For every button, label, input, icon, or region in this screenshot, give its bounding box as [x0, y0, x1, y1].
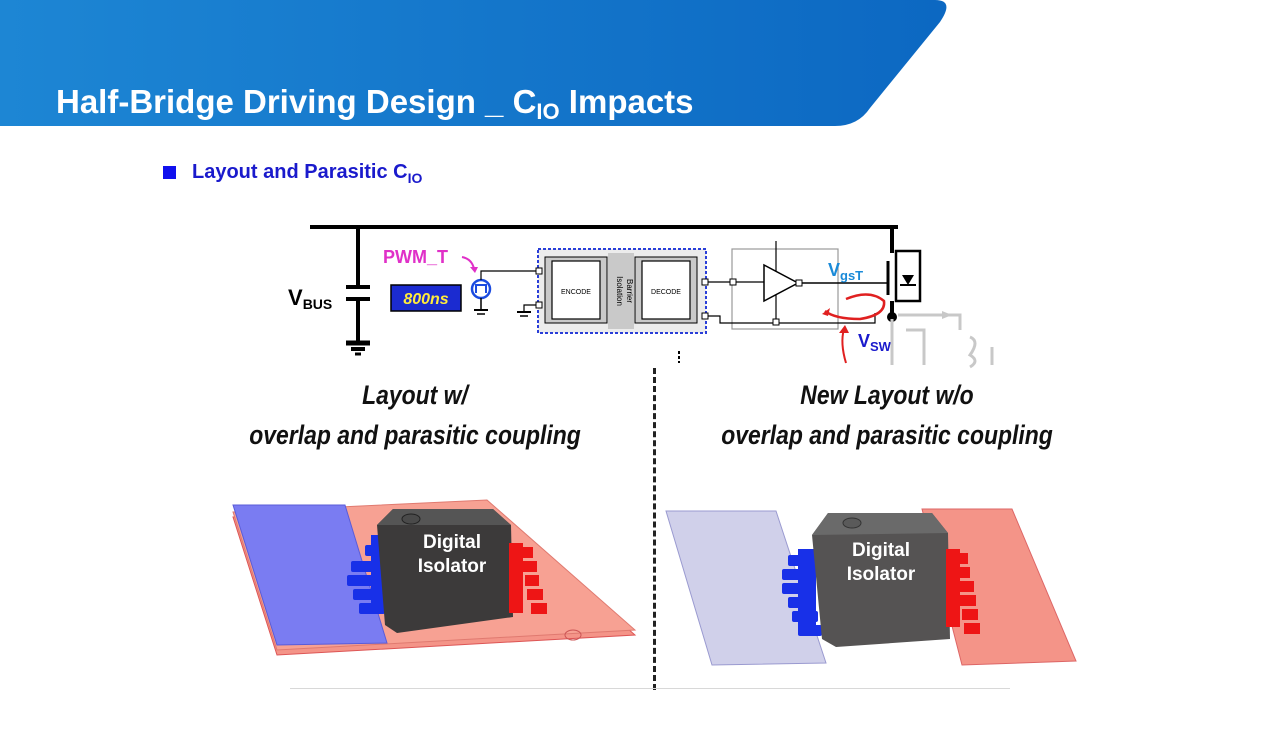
- decode-label: DECODE: [651, 289, 681, 296]
- page-title: Half-Bridge Driving Design _ CIO Impacts: [56, 83, 694, 124]
- half-bridge-schematic: VBUS PWM_T 800ns ENCODE Isolation Barrie…: [288, 225, 994, 369]
- vsw-label: VSW: [858, 331, 892, 354]
- mosfet-symbol: [886, 227, 922, 322]
- bottom-divider-line: [290, 688, 1010, 689]
- left-caption: Layout w/overlap and parasitic coupling: [249, 380, 581, 450]
- barrier-label: Barrier: [625, 279, 634, 303]
- pwm-label: PWM_T: [383, 247, 448, 267]
- encode-label: ENCODE: [561, 289, 591, 296]
- panel-divider: [653, 368, 656, 690]
- pwm-time-label: 800ns: [403, 291, 448, 308]
- bullet-heading: Layout and Parasitic CIO: [192, 161, 423, 186]
- header-banner: [0, 0, 947, 126]
- digital-isolator-block: ENCODE Isolation Barrier DECODE: [535, 248, 709, 334]
- vbus-capacitor: [346, 227, 370, 356]
- vgst-label: VgsT: [828, 260, 863, 283]
- bullet-square-icon: [163, 166, 176, 179]
- isolation-label: Isolation: [615, 276, 624, 306]
- vbus-label: VBUS: [288, 285, 332, 312]
